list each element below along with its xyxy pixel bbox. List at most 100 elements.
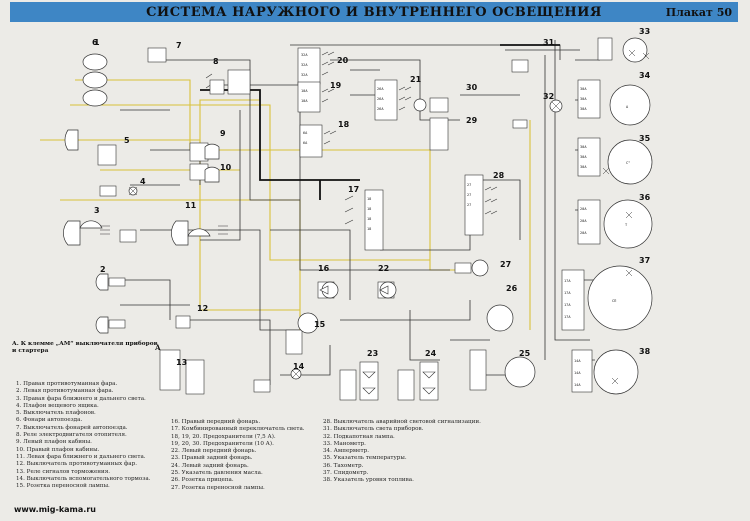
- svg-text:32A: 32A: [301, 73, 308, 77]
- component-number: 7: [176, 41, 182, 50]
- svg-text:17A: 17A: [564, 315, 571, 319]
- component-number: 20: [337, 56, 349, 65]
- legend-item: 28. Выключатель аварийной световой сигна…: [323, 419, 481, 425]
- component-number: 10: [220, 163, 232, 172]
- plate-number: Плакат 50: [665, 5, 732, 19]
- component-number: 17: [348, 185, 359, 194]
- component-number: 21: [410, 75, 422, 84]
- svg-text:32A: 32A: [301, 63, 308, 67]
- legend-item: 36. Тахометр.: [323, 462, 364, 469]
- pin-labels: 32A 32A 32A 10A 10A 6A 6A 26A 26A 26A 18…: [301, 53, 587, 387]
- svg-text:18: 18: [367, 217, 371, 221]
- svg-text:А: А: [626, 105, 629, 109]
- legend-item: 13. Реле сигналов торможения.: [16, 468, 111, 475]
- component-number: 38: [639, 347, 651, 356]
- component-number: 2: [100, 265, 106, 274]
- component-number: 4: [140, 177, 146, 186]
- switch-symbols: [205, 51, 498, 225]
- svg-text:27: 27: [467, 193, 471, 197]
- legend-item: 7. Выключатель фонарей автопоезда.: [16, 424, 128, 431]
- svg-text:27: 27: [467, 203, 471, 207]
- component-number: 27: [500, 260, 511, 269]
- svg-text:26A: 26A: [377, 87, 384, 91]
- harness: [200, 44, 560, 200]
- legend-item: 23. Правый задний фонарь.: [171, 455, 253, 462]
- svg-text:30A: 30A: [580, 87, 587, 91]
- svg-text:10A: 10A: [301, 99, 308, 103]
- note-marker: А: [155, 343, 161, 352]
- svg-text:СП: СП: [612, 299, 616, 303]
- component-number: 32: [543, 92, 554, 101]
- svg-text:14A: 14A: [574, 383, 581, 387]
- svg-text:С°: С°: [626, 161, 630, 165]
- svg-text:30A: 30A: [580, 155, 587, 159]
- svg-text:18: 18: [367, 197, 371, 201]
- legend-item: 35. Указатель температуры.: [323, 455, 407, 462]
- legend-item: 32. Подкапотная лампа.: [323, 433, 395, 440]
- svg-text:10A: 10A: [301, 89, 308, 93]
- legend-column-3: 28. Выключатель аварийной световой сигна…: [323, 419, 483, 485]
- component-number: 5: [124, 136, 130, 145]
- legend-item: 10. Правый плафон кабины.: [16, 446, 100, 453]
- legend-item: 34. Амперметр.: [323, 448, 369, 455]
- svg-text:17A: 17A: [564, 291, 571, 295]
- legend-item: 4. Плафон вещевого ящика.: [16, 402, 99, 409]
- legend-item: 38. Указатель уровня топлива.: [323, 477, 414, 484]
- legend-item: 8. Реле электродвигателя отопителя.: [16, 432, 127, 439]
- component-number: 35: [639, 134, 651, 143]
- legend-item: 9. Левый плафон кабины.: [16, 439, 92, 446]
- component-number: 28: [493, 171, 505, 180]
- legend-item: 22. Левый передний фонарь.: [171, 448, 257, 455]
- component-number: 30: [466, 83, 478, 92]
- svg-text:30A: 30A: [580, 145, 587, 149]
- component-number: 31: [543, 38, 555, 47]
- legend-item: 25. Указатель давления масла.: [171, 470, 263, 477]
- title-bar: СИСТЕМА НАРУЖНОГО И ВНУТРЕННЕГО ОСВЕЩЕНИ…: [10, 2, 738, 22]
- svg-text:27: 27: [467, 183, 471, 187]
- svg-text:30A: 30A: [580, 165, 587, 169]
- dark-wires: [110, 40, 600, 385]
- fuse-blocks: [97, 37, 613, 401]
- component-number: 6: [92, 38, 98, 47]
- svg-text:30A: 30A: [580, 107, 587, 111]
- component-number: 26: [506, 284, 518, 293]
- svg-text:6A: 6A: [303, 141, 308, 145]
- legend-item: 6. Фонари автопоезда.: [16, 417, 83, 424]
- component-number: 24: [425, 349, 437, 358]
- legend-column-1: 1. Правая противотуманная фара.2. Левая …: [16, 381, 166, 490]
- legend-item: 2. Левая противотуманная фара.: [16, 388, 114, 395]
- svg-text:26A: 26A: [377, 107, 384, 111]
- svg-text:Т: Т: [625, 223, 628, 227]
- component-number: 36: [639, 193, 651, 202]
- component-number: 3: [94, 206, 100, 215]
- svg-text:17A: 17A: [564, 303, 571, 307]
- component-number: 25: [519, 349, 531, 358]
- component-number: 13: [176, 358, 187, 367]
- component-number: 22: [378, 264, 389, 273]
- legend-item: 16. Правый передний фонарь.: [171, 419, 261, 425]
- note-terminal-am: А. К клемме „АМ“ выключателя приборов и …: [12, 341, 158, 354]
- svg-text:6A: 6A: [303, 131, 308, 135]
- legend-item: 17. Комбинированный переключатель света.: [171, 426, 305, 433]
- legend-item: 33. Манометр.: [323, 440, 366, 447]
- lamp-crosses: [128, 49, 650, 385]
- legend-item: 27. Розетка переносной лампы.: [171, 484, 265, 491]
- svg-text:17A: 17A: [564, 279, 571, 283]
- legend-item: 3. Правая фара ближнего и дальнего света…: [16, 395, 146, 402]
- component-number: 15: [314, 320, 326, 329]
- component-number: 16: [318, 264, 330, 273]
- component-number: 29: [466, 116, 478, 125]
- svg-text:20A: 20A: [580, 231, 587, 235]
- wiring-diagram: 32A 32A 32A 10A 10A 6A 6A 26A 26A 26A 18…: [40, 27, 653, 401]
- legend-item: 26. Розетка прицепа.: [171, 477, 234, 484]
- svg-text:14A: 14A: [574, 371, 581, 375]
- legend-column-2: 16. Правый передний фонарь.17. Комбиниро…: [171, 419, 321, 492]
- svg-text:18: 18: [367, 207, 371, 211]
- component-number: 33: [639, 27, 650, 36]
- component-number: 11: [185, 201, 197, 210]
- legend-item: 15. Розетка переносной лампы.: [16, 483, 110, 490]
- component-number: 1: [94, 38, 100, 47]
- legend-item: 37. Спидометр.: [323, 470, 369, 477]
